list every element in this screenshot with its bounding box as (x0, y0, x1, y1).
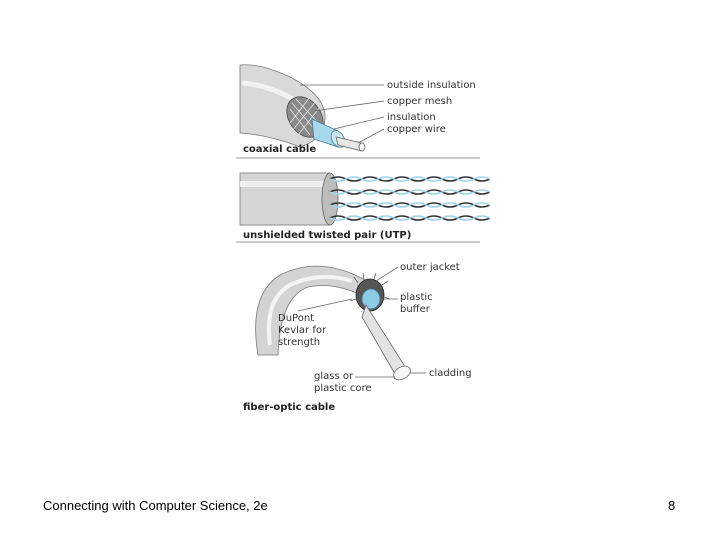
caption-fiber-optic-cable: fiber-optic cable (243, 402, 335, 413)
caption-coaxial-cable: coaxial cable (243, 144, 316, 155)
caption-utp-cable: unshielded twisted pair (UTP) (243, 230, 411, 241)
label-plastic-core: plastic core (314, 383, 372, 394)
label-cladding: cladding (429, 368, 472, 379)
label-copper-wire: copper wire (387, 124, 446, 135)
label-glass-or: glass or (314, 371, 354, 382)
label-dupont: DuPont (278, 313, 314, 324)
label-strength: strength (278, 337, 320, 348)
footer-book-title: Connecting with Computer Science, 2e (43, 498, 268, 513)
label-insulation: insulation (387, 112, 436, 123)
utp-cable-illustration (236, 172, 491, 243)
label-outside-insulation: outside insulation (387, 80, 476, 91)
cable-types-figure: outside insulation copper mesh insulatio… (230, 55, 491, 430)
coaxial-cable-illustration (236, 64, 480, 159)
label-outer-jacket: outer jacket (400, 262, 460, 273)
label-plastic: plastic (400, 292, 433, 303)
label-copper-mesh: copper mesh (387, 96, 452, 107)
fiber-optic-cable-illustration (255, 265, 426, 381)
label-kevlar-for: Kevlar for (278, 325, 327, 336)
cable-diagram: outside insulation copper mesh insulatio… (236, 64, 491, 413)
label-buffer: buffer (400, 304, 431, 315)
footer-page-number: 8 (668, 498, 676, 513)
